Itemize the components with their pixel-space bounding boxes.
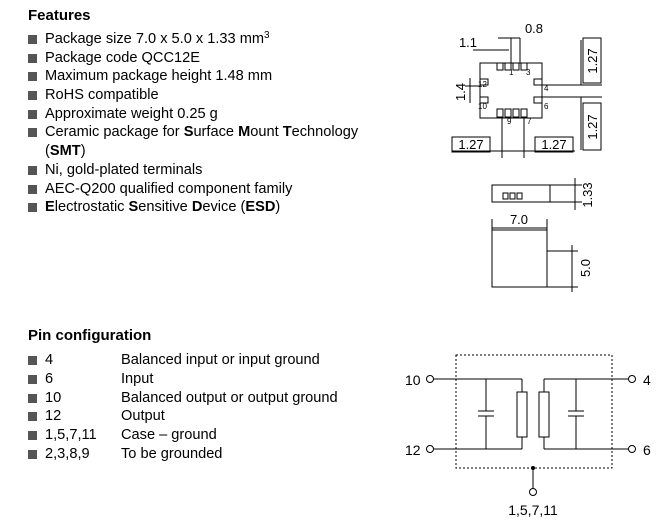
- pin-description: Balanced output or output ground: [121, 389, 338, 406]
- pin-label-12: 12: [478, 80, 487, 89]
- pin-number: 6: [45, 370, 54, 387]
- pin-label-7: 7: [527, 117, 532, 126]
- feature-item: Electrostatic Sensitive Device (ESD): [28, 198, 358, 217]
- dim-1-27-top: 1.27: [585, 48, 600, 73]
- pin-label-3: 3: [526, 68, 531, 77]
- dim-7-0: 7.0: [510, 212, 528, 227]
- terminal-ground: [529, 488, 537, 496]
- schematic-label-10: 10: [405, 372, 421, 388]
- feature-text: 3: [264, 30, 270, 41]
- feature-text: Package size 7.0 x 5.0 x 1.33 mm: [45, 31, 265, 47]
- feature-item: Approximate weight 0.25 g: [28, 105, 358, 124]
- feature-text: S: [128, 199, 139, 216]
- bullet-square-icon: [28, 356, 37, 365]
- feature-text: Maximum package height 1.48 mm: [45, 68, 273, 85]
- pin-configuration-heading: Pin configuration: [28, 327, 152, 344]
- feature-item: RoHS compatible: [28, 86, 358, 105]
- pin-description: Balanced input or input ground: [121, 352, 320, 368]
- schematic-label-4: 4: [643, 372, 651, 388]
- pin-number: 12: [45, 408, 62, 425]
- dim-1-4: 1.4: [453, 83, 468, 101]
- bullet-square-icon: [28, 431, 37, 441]
- bullet-square-icon: [28, 165, 37, 175]
- feature-text: S: [183, 124, 194, 141]
- feature-item: AEC-Q200 qualified component family: [28, 180, 358, 199]
- pin-number: 1,5,7,11: [45, 427, 97, 444]
- feature-text: RoHS compatible: [45, 87, 159, 104]
- feature-text: ): [80, 143, 86, 160]
- feature-text: ount: [250, 124, 283, 141]
- feature-item: Package size 7.0 x 5.0 x 1.33 mm3: [28, 30, 358, 49]
- terminal-12: [426, 445, 434, 453]
- dim-1-1: 1.1: [459, 35, 477, 50]
- feature-text: T: [282, 124, 292, 141]
- bullet-square-icon: [28, 412, 37, 422]
- bullet-square-icon: [28, 393, 37, 403]
- feature-text: AEC-Q200 qualified component family: [45, 180, 293, 197]
- bullet-square-icon: [28, 128, 37, 138]
- bullet-square-icon: [28, 53, 37, 63]
- feature-text: lectrostatic: [54, 199, 129, 216]
- feature-text: SMT: [49, 143, 81, 160]
- feature-item: Ceramic package for Surface Mount Techno…: [28, 123, 358, 142]
- bullet-square-icon: [28, 374, 37, 384]
- pin-description: Case – ground: [121, 427, 217, 444]
- schematic-label-ground: 1,5,7,11: [508, 502, 558, 518]
- feature-text: Approximate weight 0.25 g: [45, 105, 218, 122]
- schematic-label-6: 6: [643, 442, 651, 458]
- feature-item: (SMT): [28, 142, 358, 161]
- feature-item: Maximum package height 1.48 mm: [28, 67, 358, 86]
- feature-text: evice (: [202, 199, 246, 216]
- feature-text: Ni, gold-plated terminals: [45, 161, 203, 178]
- pin-description: Input: [121, 370, 154, 387]
- bullet-square-icon: [28, 203, 37, 213]
- terminal-6: [628, 445, 636, 453]
- schematic-label-12: 12: [405, 442, 421, 458]
- feature-text: Ceramic package for: [45, 124, 184, 141]
- pin-label-10: 10: [478, 102, 487, 111]
- resonator-right: [538, 391, 550, 438]
- feature-text: D: [191, 199, 203, 216]
- dim-1-27-bottom: 1.27: [585, 114, 600, 139]
- terminal-10: [426, 375, 434, 383]
- bullet-square-icon: [28, 91, 37, 101]
- bullet-square-icon: [28, 184, 37, 194]
- pin-description: To be grounded: [121, 445, 223, 462]
- pin-label-4: 4: [544, 84, 549, 93]
- pin-description: Output: [121, 408, 165, 425]
- feature-text: (: [45, 143, 50, 160]
- dim-1-27-left: 1.27: [458, 137, 483, 152]
- feature-text: echnology: [291, 124, 359, 141]
- bullet-square-icon: [28, 449, 37, 459]
- feature-text: urface: [193, 124, 239, 141]
- terminal-4: [628, 375, 636, 383]
- feature-item: Ni, gold-plated terminals: [28, 161, 358, 180]
- dim-1-27-right: 1.27: [541, 137, 566, 152]
- case-outline: [455, 354, 613, 469]
- dim-0-8: 0.8: [525, 21, 543, 36]
- pin-number: 2,3,8,9: [45, 445, 90, 462]
- pin-number: 10: [45, 389, 62, 406]
- dim-1-33: 1.33: [580, 182, 595, 207]
- pin-label-6: 6: [544, 102, 549, 111]
- bullet-square-icon: [28, 109, 37, 119]
- feature-text: ensitive: [138, 199, 192, 216]
- pin-label-1: 1: [509, 68, 514, 77]
- feature-text: ): [275, 199, 281, 216]
- bullet-square-icon: [28, 35, 37, 44]
- feature-item: Package code QCC12E: [28, 49, 358, 68]
- feature-text: ESD: [245, 199, 276, 216]
- pin-number: 4: [45, 352, 54, 368]
- pin-label-9: 9: [507, 117, 512, 126]
- dim-5-0: 5.0: [578, 259, 593, 277]
- resonator-left: [516, 391, 528, 438]
- feature-text: E: [45, 199, 55, 216]
- features-heading: Features: [28, 7, 91, 24]
- feature-text: M: [238, 124, 251, 141]
- feature-text: Package code QCC12E: [45, 49, 200, 66]
- bullet-square-icon: [28, 72, 37, 82]
